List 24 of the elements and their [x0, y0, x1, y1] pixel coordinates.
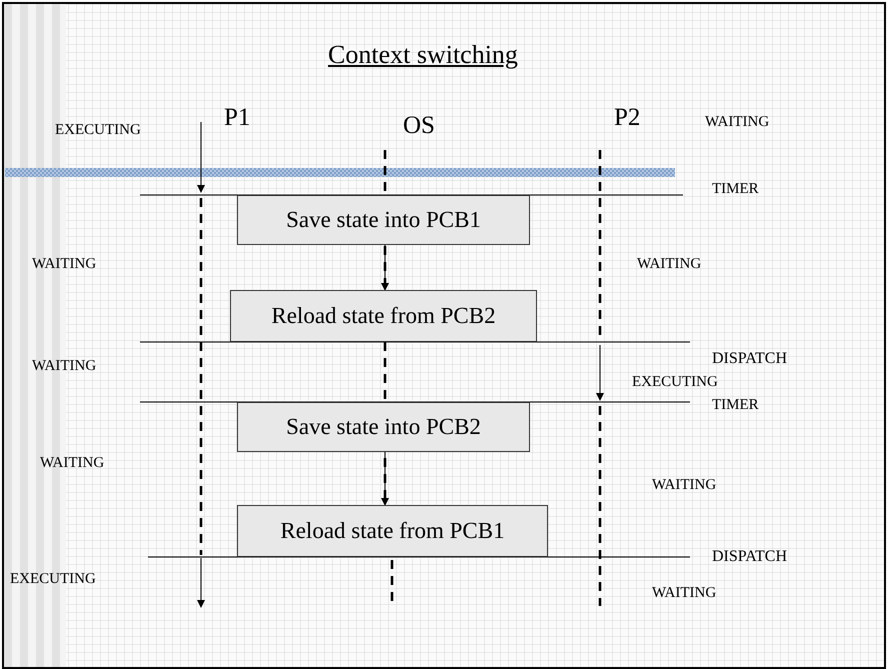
process-label: P2: [614, 104, 640, 132]
process-box: Reload state from PCB1: [237, 505, 548, 557]
state-label: EXECUTING: [10, 571, 96, 588]
state-label: EXECUTING: [55, 122, 141, 139]
event-label: TIMER: [712, 397, 759, 414]
process-label: OS: [403, 112, 435, 140]
state-label: WAITING: [637, 256, 702, 273]
process-label: P1: [224, 104, 250, 132]
state-label: WAITING: [40, 455, 104, 472]
state-label: WAITING: [32, 358, 96, 375]
event-label: DISPATCH: [712, 548, 787, 566]
arrow: [381, 452, 389, 506]
state-label: WAITING: [652, 477, 716, 494]
process-box: Save state into PCB2: [237, 402, 530, 452]
process-box: Reload state from PCB2: [230, 290, 537, 342]
arrow: [381, 244, 389, 291]
process-box: Save state into PCB1: [237, 195, 530, 245]
state-label: WAITING: [652, 585, 716, 602]
state-label: WAITING: [32, 256, 96, 273]
title: Context switching: [328, 40, 518, 70]
state-label: WAITING: [705, 114, 770, 131]
event-label: TIMER: [712, 181, 759, 198]
event-label: DISPATCH: [712, 350, 787, 368]
state-label: EXECUTING: [632, 374, 718, 391]
